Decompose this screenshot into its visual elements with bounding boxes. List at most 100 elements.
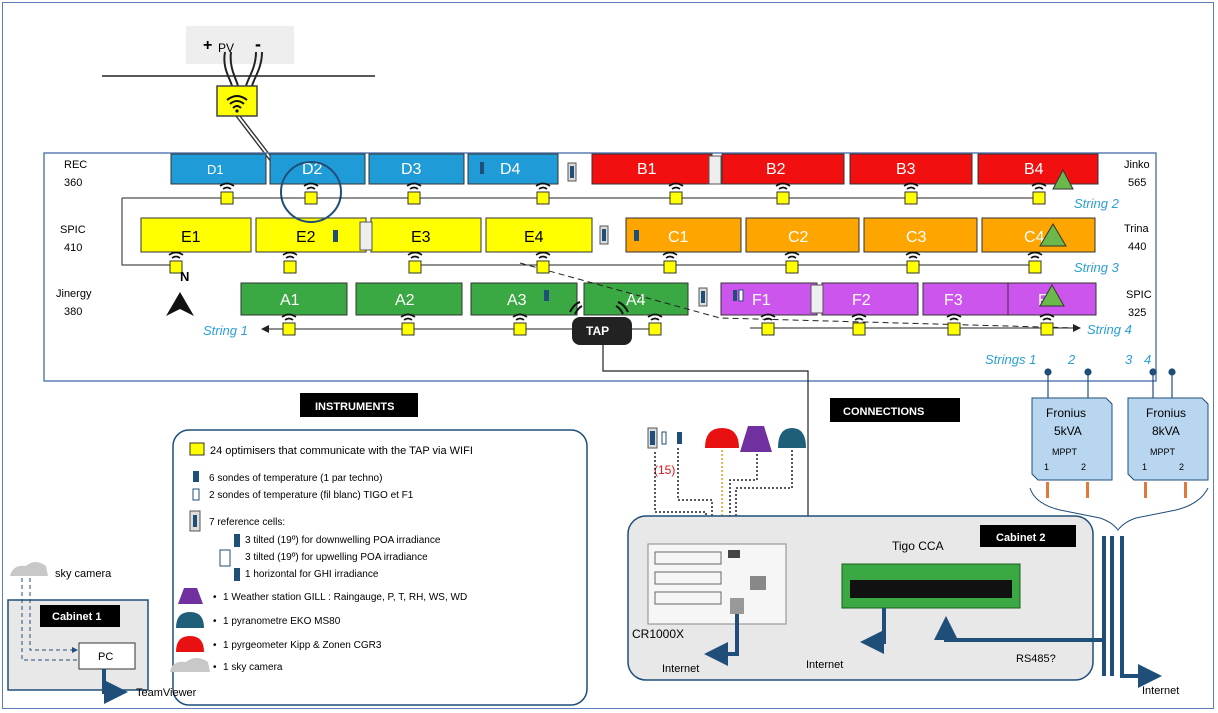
legend-refcell-down-icon xyxy=(234,534,240,547)
panel-e1 xyxy=(140,217,252,253)
label-a1: A1 xyxy=(280,292,300,309)
label-d1: D1 xyxy=(207,162,224,177)
string3-label: String 3 xyxy=(1074,260,1120,275)
svg-text:2: 2 xyxy=(1081,462,1086,472)
legend-item-7: 1 horizontal for GHI irradiance xyxy=(245,569,379,580)
panel-b3 xyxy=(849,153,973,185)
legend-temp-white-icon xyxy=(192,488,200,501)
wifi-icons-array xyxy=(168,182,1055,321)
right-power-1: 565 xyxy=(1128,177,1146,189)
cr-internet-arrow xyxy=(704,614,739,666)
row3-power: 380 xyxy=(64,306,82,318)
pc-label: PC xyxy=(98,651,113,663)
instruments-title: INSTRUMENTS xyxy=(315,401,394,413)
label-e2: E2 xyxy=(296,229,316,246)
pv-minus: - xyxy=(255,34,261,54)
label-c2: C2 xyxy=(788,229,809,246)
label-b1: B1 xyxy=(637,161,657,178)
panel-c4 xyxy=(981,217,1096,253)
panel-c3 xyxy=(863,217,978,253)
strings-header: Strings 1 xyxy=(985,352,1036,367)
inverter-riser-left xyxy=(1102,536,1114,676)
right-tech-1: Jinko xyxy=(1124,159,1150,171)
ref-cell-b4-triangle xyxy=(1052,168,1074,190)
label-d2: D2 xyxy=(302,161,323,178)
row1-power: 360 xyxy=(64,177,82,189)
cabinet2-title-bg xyxy=(980,525,1076,547)
cr1000x-logger xyxy=(647,543,787,625)
label-f3: F3 xyxy=(944,292,963,309)
instruments-title-bg xyxy=(300,393,418,417)
junction-b1-b2 xyxy=(708,155,722,185)
connection-sensors xyxy=(647,426,806,452)
pv-module xyxy=(186,26,294,64)
label-b2: B2 xyxy=(766,161,786,178)
svg-text:1: 1 xyxy=(1044,462,1049,472)
ref-cell-f4-triangle xyxy=(1039,283,1065,307)
inverter1-mppt: MPPT xyxy=(1052,447,1078,457)
tap-label: TAP xyxy=(586,324,609,338)
svg-text:•: • xyxy=(213,616,217,627)
legend-temp-icon xyxy=(193,471,199,482)
legend-weather-station-icon xyxy=(178,588,203,604)
inverter-internet-arrow xyxy=(1120,536,1162,688)
cr-internet-label: Internet xyxy=(662,663,699,675)
cabinet1-title-bg xyxy=(40,605,120,627)
count-15-label: (15) xyxy=(654,463,675,477)
row2-power: 410 xyxy=(64,242,82,254)
label-e4: E4 xyxy=(524,229,544,246)
legend-item-3: 2 sondes of temperature (fil blanc) TIGO… xyxy=(209,490,414,501)
cabinet2-title: Cabinet 2 xyxy=(996,532,1046,544)
panel-a4 xyxy=(583,282,689,316)
inverter2-mppt: MPPT xyxy=(1150,447,1176,457)
teamviewer-label: TeamViewer xyxy=(136,687,197,699)
legend-optimiser-icon xyxy=(189,442,205,456)
pv-cables xyxy=(223,51,263,87)
svg-text:•: • xyxy=(213,662,217,673)
connections-title-bg xyxy=(830,398,960,422)
label-a2: A2 xyxy=(395,292,415,309)
label-b3: B3 xyxy=(896,161,916,178)
legend-sky-camera-icon xyxy=(170,658,210,672)
row3-tech: Jinergy xyxy=(56,288,92,300)
panel-e2 xyxy=(255,217,367,253)
label-f1: F1 xyxy=(752,292,771,309)
sky-camera-label: sky camera xyxy=(55,568,112,580)
legend-refcell-horiz-icon xyxy=(234,568,240,581)
d2-highlight-circle xyxy=(280,161,342,223)
panel-d1 xyxy=(170,153,267,185)
inverter-8kva: Fronius 8kVA MPPT 1 2 xyxy=(1127,397,1209,498)
cr1000x-label: CR1000X xyxy=(632,627,684,641)
panel-c2 xyxy=(745,217,860,253)
inverter2-rating: 8kVA xyxy=(1152,424,1180,438)
north-arrow-icon xyxy=(166,292,194,316)
inverter1-name: Fronius xyxy=(1046,406,1086,420)
label-e3: E3 xyxy=(411,229,431,246)
svg-text:1: 1 xyxy=(1142,462,1147,472)
legend-item-5: 3 tilted (19º) for downwelling POA irrad… xyxy=(245,535,441,546)
optimisers-row1 xyxy=(220,191,1046,205)
label-b4: B4 xyxy=(1024,161,1044,178)
inverter-inputs xyxy=(1044,368,1176,398)
inverter1-rating: 5kVA xyxy=(1054,424,1082,438)
junction-f1-f2 xyxy=(810,284,824,314)
temp-sensor-d4 xyxy=(480,162,484,174)
inverter-internet-label: Internet xyxy=(1142,685,1179,697)
string1-wire-left xyxy=(121,198,176,266)
legend-pyranometer-icon xyxy=(176,612,204,628)
panel-a3 xyxy=(470,282,578,316)
label-c3: C3 xyxy=(906,229,927,246)
legend-item-4: 7 reference cells: xyxy=(209,517,285,528)
right-tech-2: Trina xyxy=(1124,223,1150,235)
label-c4: C4 xyxy=(1024,229,1045,246)
label-d4: D4 xyxy=(500,161,521,178)
tap-device: TAP xyxy=(569,301,632,345)
optimisers-row3 xyxy=(282,322,1054,336)
inverter2-name: Fronius xyxy=(1146,406,1186,420)
svg-text:N: N xyxy=(180,269,189,284)
temp-sensor-a3 xyxy=(544,290,549,301)
strings-n3: 3 xyxy=(1125,352,1133,367)
wifi-icon xyxy=(226,95,248,113)
instruments-legend-box xyxy=(172,429,588,706)
